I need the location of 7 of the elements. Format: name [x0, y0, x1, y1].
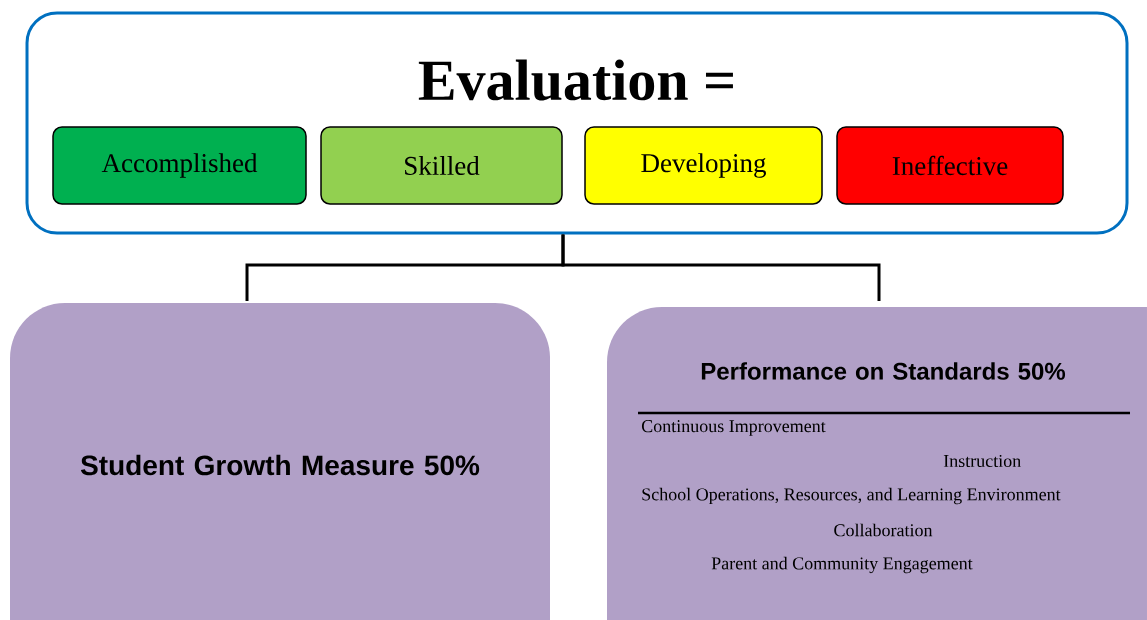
rating-box: Ineffective	[836, 126, 1064, 205]
connector-line	[561, 234, 881, 301]
rating-box: Skilled	[320, 126, 563, 205]
category-box: Performance on Standards 50% Continuous Improvement Instruction School Operations, Resources, and Learning Environment Collaboration Parent and Community Engagement	[607, 307, 1147, 620]
rating-box: Developing	[584, 126, 823, 205]
category-box: Student Growth Measure 50%	[10, 303, 550, 620]
rating-box: Accomplished	[52, 126, 307, 205]
